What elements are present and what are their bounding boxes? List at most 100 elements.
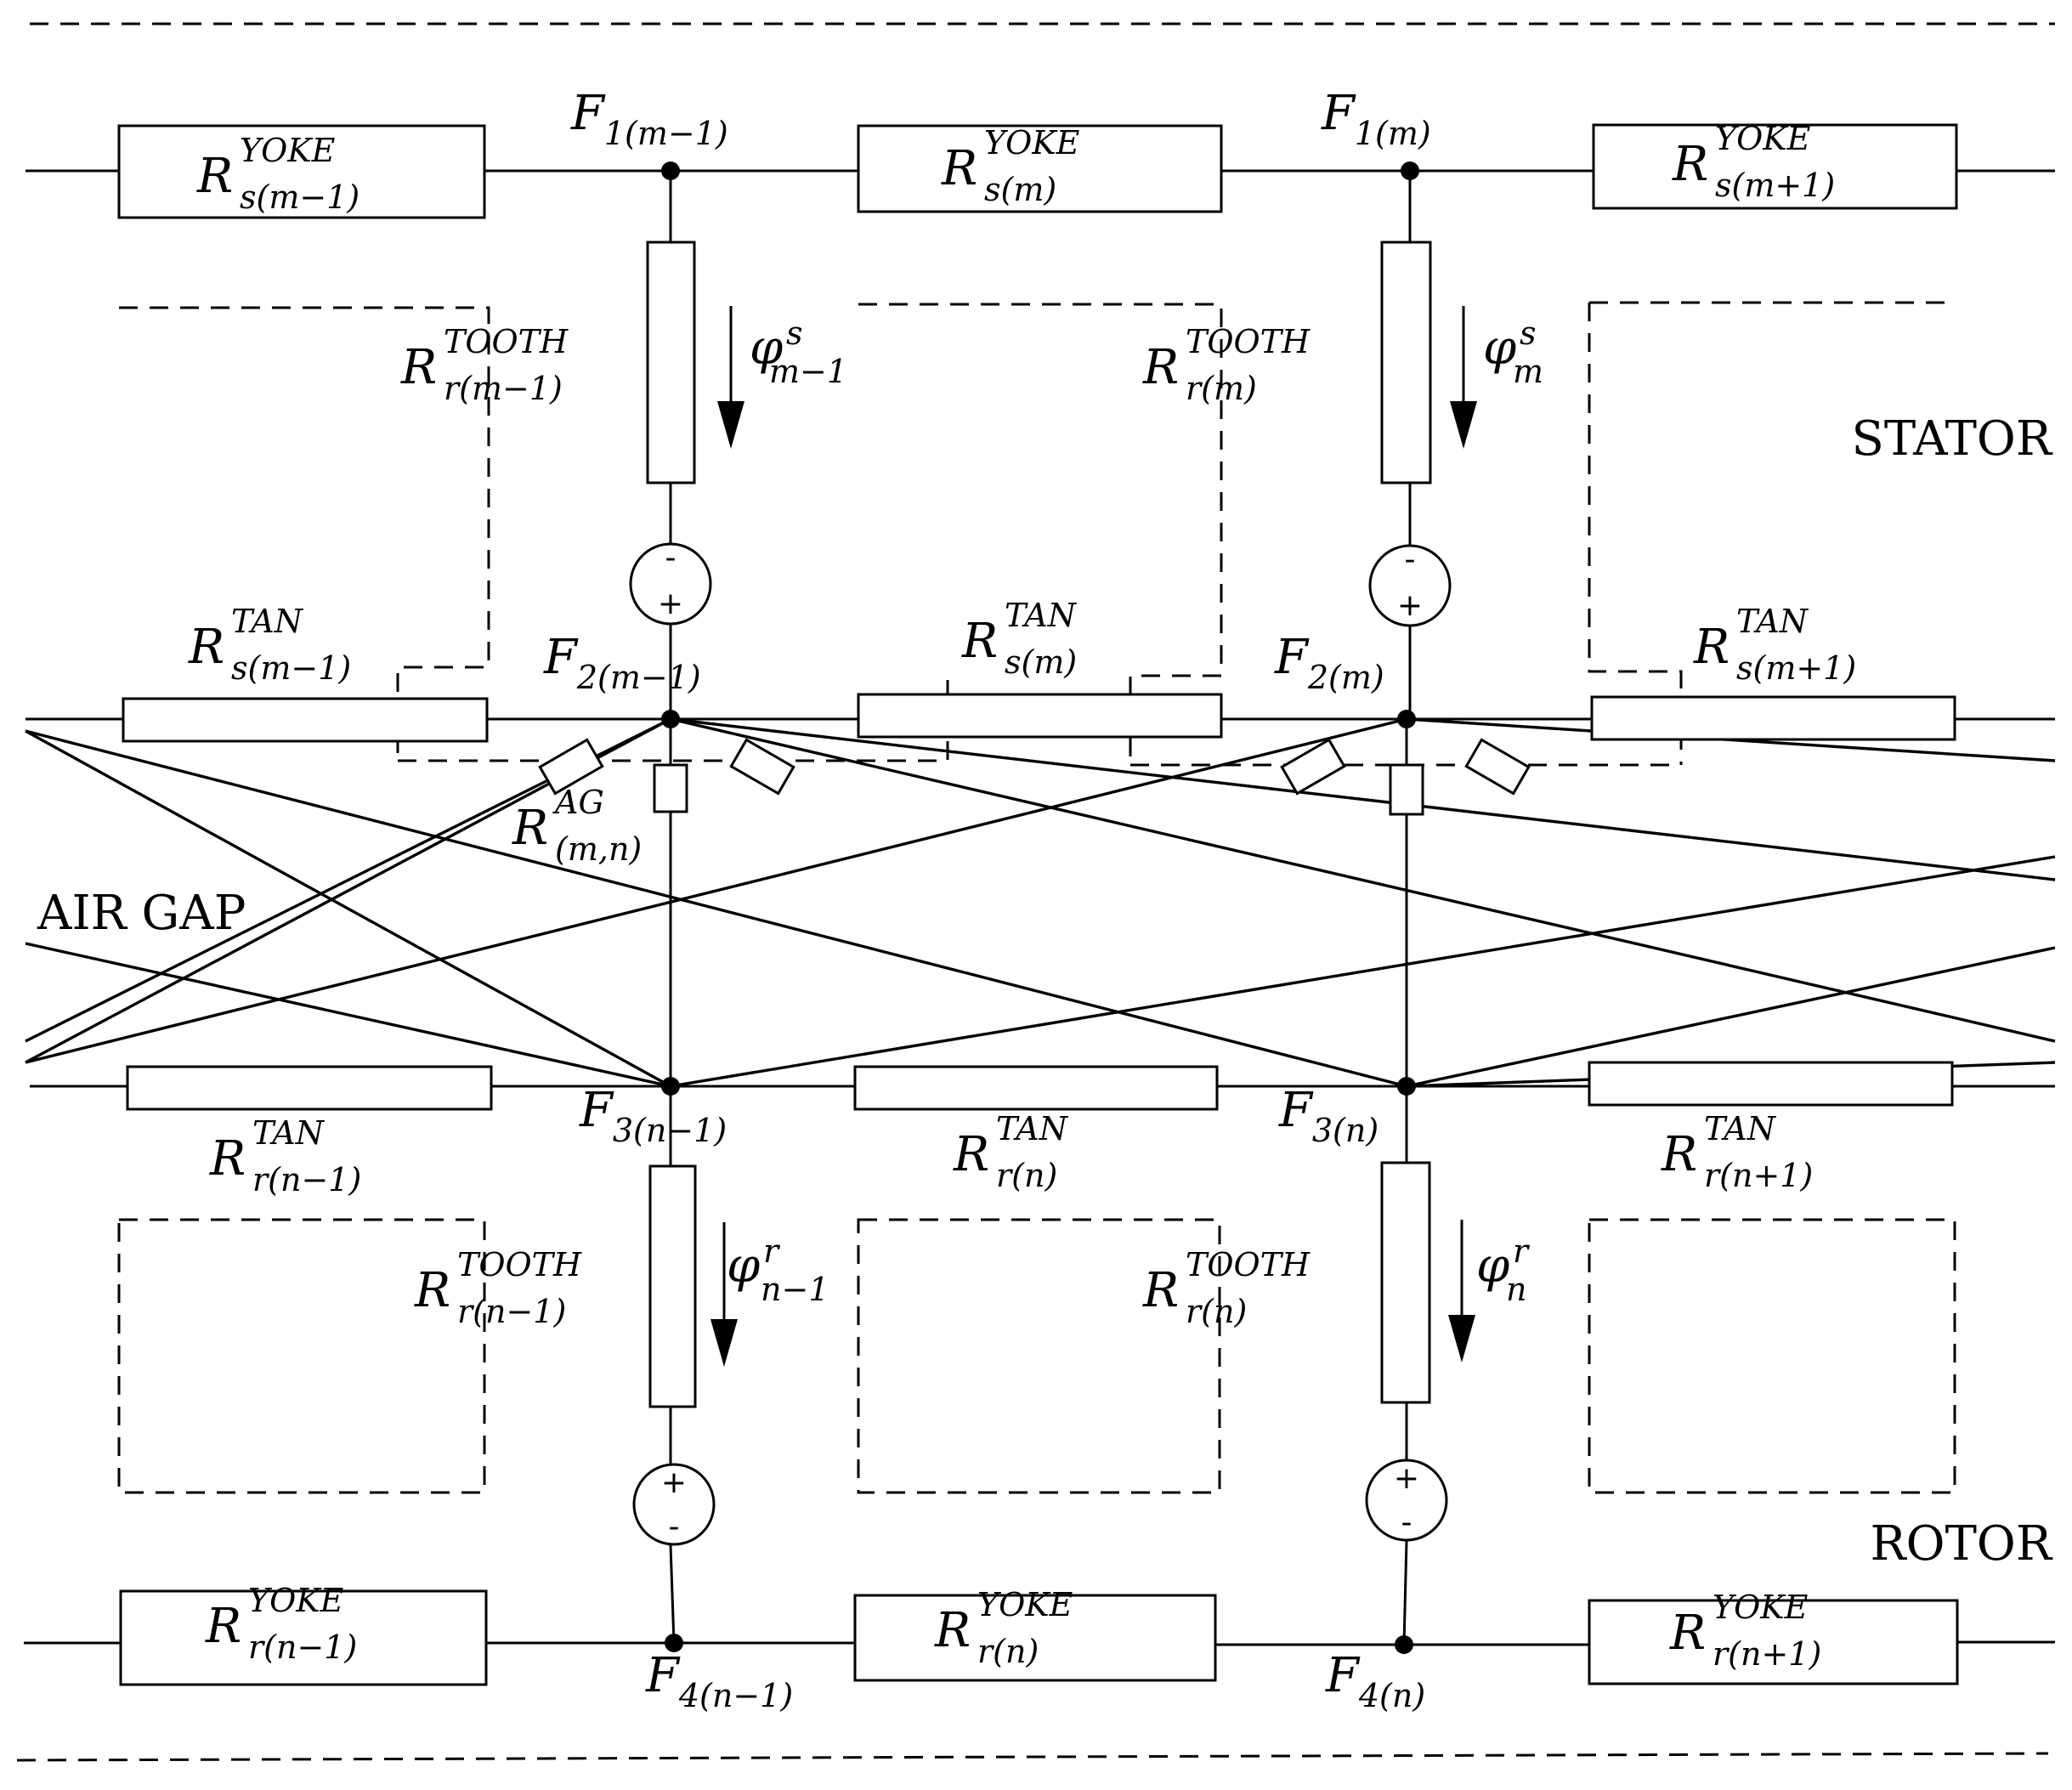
node-f4 bbox=[1395, 1635, 1413, 1654]
air-gap-line bbox=[1406, 946, 2056, 1088]
label-stator-yoke-next: R YOKE s(m+1) bbox=[1672, 120, 1835, 204]
air-gap-line bbox=[670, 855, 2056, 1088]
svg-text:s(m−1): s(m−1) bbox=[231, 649, 351, 687]
flux-arrow-stator-left bbox=[717, 306, 744, 449]
flux-arrow-stator-right bbox=[1450, 306, 1477, 449]
air-gap-diagonal-resistor bbox=[729, 738, 795, 796]
rotor-slot-outline-right bbox=[1588, 1218, 1956, 1494]
label-stator-tan-next: R TAN s(m+1) bbox=[1693, 603, 1856, 687]
stator-slot-outline-left bbox=[119, 306, 490, 761]
flux-arrow-rotor-right bbox=[1448, 1220, 1475, 1362]
svg-text:m−1: m−1 bbox=[769, 353, 847, 390]
svg-text:YOKE: YOKE bbox=[240, 132, 336, 169]
minus-sign: - bbox=[1405, 542, 1416, 577]
stator-tan-resistor-next bbox=[1590, 695, 1956, 741]
left-branch-wire bbox=[669, 171, 676, 1644]
air-gap-permeance-lines bbox=[25, 717, 2056, 1088]
svg-text:R: R bbox=[941, 141, 977, 196]
plus-sign: + bbox=[1394, 1461, 1419, 1496]
rotor-tan-resistor-next bbox=[1588, 1061, 1954, 1107]
stator-slot-outline-middle bbox=[858, 303, 1223, 765]
stator-tooth-resistor bbox=[1380, 241, 1432, 484]
label-stator-tooth: R TOOTH r(m) bbox=[1142, 323, 1311, 407]
rotor-slot-outline-left bbox=[117, 1218, 486, 1494]
svg-text:r(m): r(m) bbox=[1186, 370, 1257, 407]
svg-text:n−1: n−1 bbox=[761, 1271, 829, 1308]
svg-text:r(n): r(n) bbox=[1186, 1293, 1247, 1330]
svg-text:s: s bbox=[786, 314, 803, 352]
stator-tan-resistor-prev bbox=[122, 697, 489, 743]
rotor-yoke-resistor-prev bbox=[119, 1589, 488, 1686]
label-f2-prev: F2(m−1) bbox=[543, 630, 701, 696]
air-gap-label: AIR GAP bbox=[37, 886, 246, 941]
svg-text:R: R bbox=[934, 1603, 971, 1658]
flux-arrow-rotor-left bbox=[710, 1222, 738, 1367]
svg-text:m: m bbox=[1513, 353, 1543, 390]
label-f3-prev: F3(n−1) bbox=[579, 1083, 727, 1149]
rotor-tan-resistor bbox=[853, 1065, 1219, 1111]
svg-text:TAN: TAN bbox=[1736, 603, 1809, 640]
plus-sign: + bbox=[1397, 588, 1423, 623]
label-rotor-tan-next: R TAN r(n+1) bbox=[1661, 1110, 1813, 1194]
svg-text:R: R bbox=[188, 620, 224, 675]
svg-text:s: s bbox=[1520, 314, 1537, 352]
air-gap-line bbox=[25, 729, 1407, 1088]
air-gap-diagonal-resistors bbox=[538, 738, 1531, 796]
svg-text:r(n−1): r(n−1) bbox=[457, 1293, 566, 1330]
rotor-tooth-resistor bbox=[1380, 1161, 1431, 1404]
svg-text:TOOTH: TOOTH bbox=[1186, 323, 1311, 360]
svg-text:TAN: TAN bbox=[1005, 597, 1078, 634]
label-rotor-tan: R TAN r(n) bbox=[953, 1110, 1069, 1194]
stator-tooth-resistor-prev bbox=[646, 241, 696, 484]
air-gap-line bbox=[25, 729, 671, 1088]
svg-text:YOKE: YOKE bbox=[248, 1582, 344, 1619]
label-flux-rotor: φ r n bbox=[1476, 1232, 1531, 1308]
svg-text:r: r bbox=[763, 1232, 781, 1270]
svg-text:(m,n): (m,n) bbox=[555, 830, 642, 868]
label-stator-tan-prev: R TAN s(m−1) bbox=[188, 603, 351, 687]
label-stator-tan: R TAN s(m) bbox=[961, 597, 1078, 681]
label-flux-rotor-prev: φ r n−1 bbox=[727, 1232, 829, 1308]
svg-text:r(n): r(n) bbox=[977, 1633, 1039, 1670]
svg-text:R: R bbox=[400, 340, 437, 395]
node-f1 bbox=[1401, 161, 1419, 180]
svg-text:r(n−1): r(n−1) bbox=[248, 1629, 357, 1666]
svg-text:r(n+1): r(n+1) bbox=[1704, 1157, 1813, 1194]
svg-text:YOKE: YOKE bbox=[984, 124, 1080, 161]
minus-sign: - bbox=[1401, 1505, 1412, 1540]
svg-text:R: R bbox=[961, 614, 998, 669]
svg-text:YOKE: YOKE bbox=[977, 1586, 1073, 1623]
label-rotor-tan-prev: R TAN r(n−1) bbox=[209, 1114, 361, 1198]
label-stator-tooth-prev: R TOOTH r(m−1) bbox=[400, 323, 569, 407]
svg-text:φ: φ bbox=[750, 320, 783, 376]
rotor-mmf-source-left: + - bbox=[632, 1463, 716, 1546]
minus-sign: - bbox=[665, 541, 677, 575]
rotor-yoke-resistor bbox=[853, 1594, 1217, 1682]
node-f4-prev bbox=[665, 1634, 683, 1652]
label-f1-prev: F1(m−1) bbox=[570, 86, 728, 152]
svg-text:TAN: TAN bbox=[231, 603, 304, 640]
node-f2-prev bbox=[661, 710, 680, 728]
svg-text:φ: φ bbox=[1476, 1238, 1509, 1294]
rotor-yoke-resistor-next bbox=[1588, 1599, 1959, 1685]
svg-text:AG: AG bbox=[552, 784, 604, 821]
air-gap-line bbox=[670, 717, 2056, 1043]
svg-text:R: R bbox=[414, 1263, 450, 1318]
svg-text:R: R bbox=[1669, 1606, 1706, 1661]
svg-text:R: R bbox=[196, 149, 233, 204]
rotor-mmf-source-right: + - bbox=[1365, 1459, 1448, 1542]
svg-text:r(n+1): r(n+1) bbox=[1713, 1635, 1821, 1673]
node-f3-prev bbox=[661, 1077, 680, 1096]
rotor-slot-outline-middle bbox=[857, 1218, 1221, 1494]
air-gap-line bbox=[25, 717, 1407, 1064]
rotor-tan-resistor-prev bbox=[126, 1065, 493, 1111]
rotor-tooth-resistor-prev bbox=[648, 1164, 697, 1408]
svg-text:R: R bbox=[1672, 137, 1708, 192]
air-gap-diagonal-resistor bbox=[1464, 738, 1531, 796]
label-rotor-tooth: R TOOTH r(n) bbox=[1142, 1246, 1311, 1330]
plus-sign: + bbox=[658, 586, 683, 621]
node-f1-prev bbox=[661, 161, 680, 180]
svg-text:TAN: TAN bbox=[252, 1114, 326, 1152]
stator-mmf-source-left: - + bbox=[629, 541, 712, 626]
svg-text:TAN: TAN bbox=[1704, 1110, 1777, 1147]
